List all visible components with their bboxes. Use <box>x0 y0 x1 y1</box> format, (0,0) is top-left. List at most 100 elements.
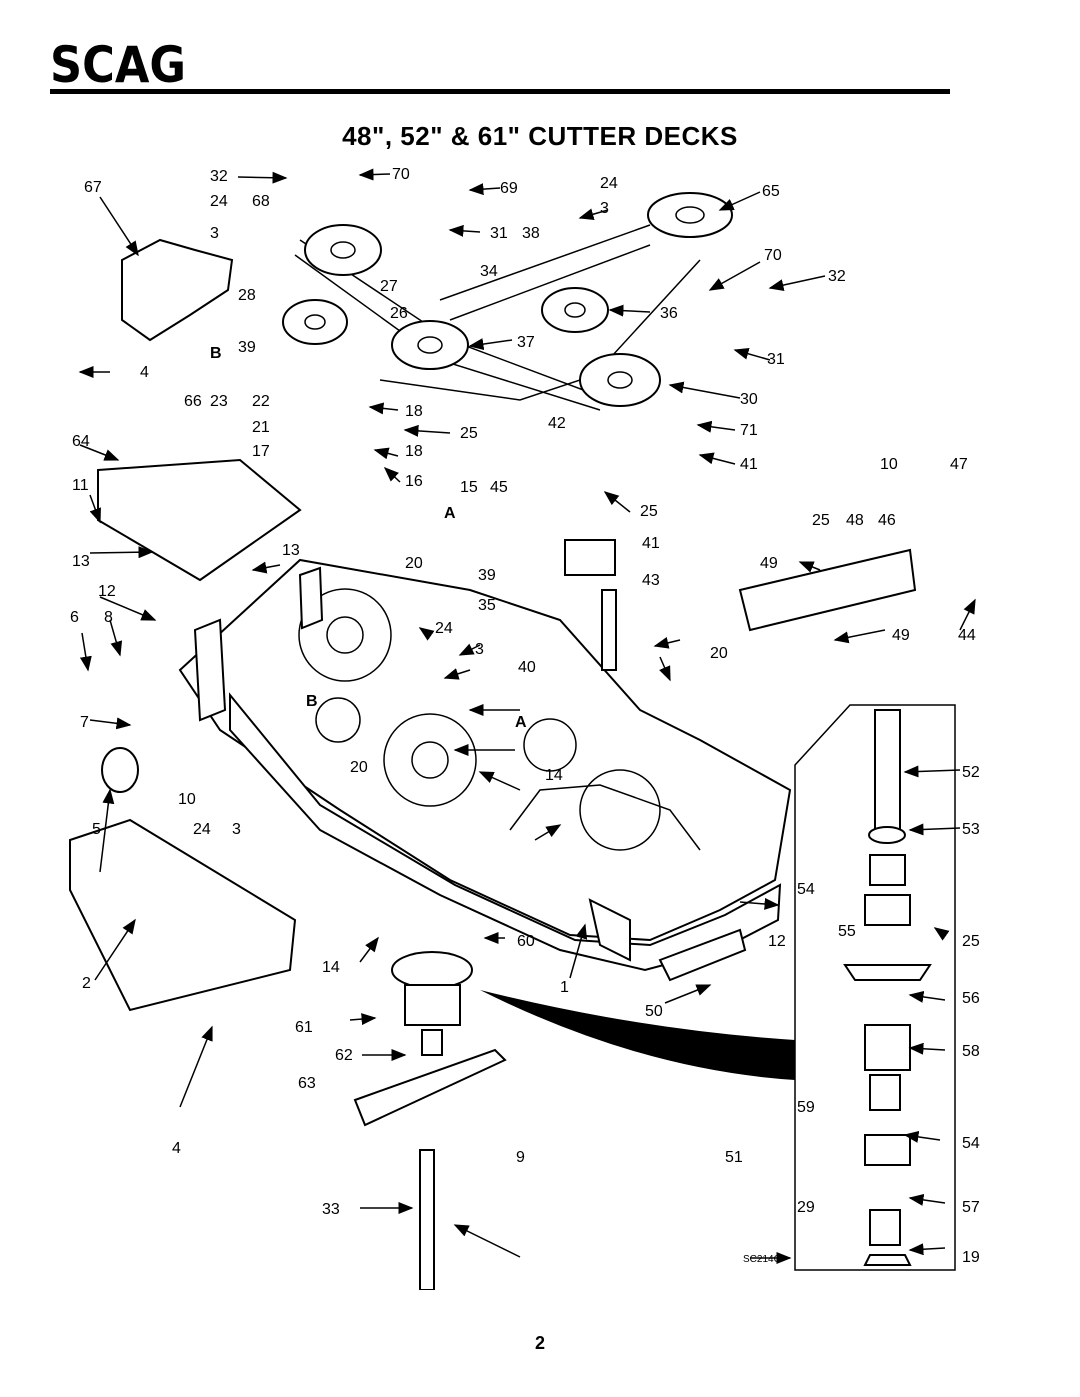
callout-31: 31 <box>490 225 508 242</box>
callout-32b: 32 <box>828 268 846 285</box>
callout-56: 56 <box>962 990 980 1007</box>
logo-text: SCAG <box>50 38 186 88</box>
callout-47: 47 <box>950 456 968 473</box>
callout-51: 51 <box>725 1149 743 1166</box>
header-rule <box>50 89 950 94</box>
callout-54: 54 <box>797 881 815 898</box>
label-a2: A <box>515 714 527 731</box>
callout-46: 46 <box>878 512 896 529</box>
callout-26: 26 <box>390 305 408 322</box>
callout-17: 17 <box>252 443 270 460</box>
callout-41b: 41 <box>642 535 660 552</box>
callout-4: 4 <box>140 364 149 381</box>
callout-67: 67 <box>84 179 102 196</box>
callout-32: 32 <box>210 168 228 185</box>
spindle-inset <box>480 704 956 1271</box>
callout-48: 48 <box>846 512 864 529</box>
callout-12: 12 <box>98 583 116 600</box>
callout-25b: 25 <box>640 503 658 520</box>
callout-14: 14 <box>545 767 563 784</box>
callout-39: 39 <box>238 339 256 356</box>
callout-23: 23 <box>210 393 228 410</box>
callout-71: 71 <box>740 422 758 439</box>
callout-13b: 13 <box>282 542 300 559</box>
callout-24b: 24 <box>600 175 618 192</box>
callout-20: 20 <box>405 555 423 572</box>
callout-70: 70 <box>392 166 410 183</box>
callout-42: 42 <box>548 415 566 432</box>
callout-49b: 49 <box>892 627 910 644</box>
label-b2: B <box>306 693 318 710</box>
callout-10b: 10 <box>178 791 196 808</box>
hardware-parts <box>69 238 917 1290</box>
callout-54b: 54 <box>962 1135 980 1152</box>
callout-6: 6 <box>70 609 79 626</box>
callout-25c: 25 <box>812 512 830 529</box>
callout-29: 29 <box>797 1199 815 1216</box>
callout-3d: 3 <box>232 821 241 838</box>
label-b: B <box>210 345 222 362</box>
callout-25d: 25 <box>962 933 980 950</box>
callout-3c: 3 <box>475 641 484 658</box>
callout-22: 22 <box>252 393 270 410</box>
callout-21: 21 <box>252 419 270 436</box>
callout-5: 5 <box>92 821 101 838</box>
callout-12b: 12 <box>768 933 786 950</box>
callout-1: 1 <box>560 979 569 996</box>
callout-55: 55 <box>838 923 856 940</box>
callout-43: 43 <box>642 572 660 589</box>
label-a: A <box>444 505 456 522</box>
belt-and-pulleys <box>282 192 733 411</box>
callout-41: 41 <box>740 456 758 473</box>
callout-10: 10 <box>880 456 898 473</box>
callout-58: 58 <box>962 1043 980 1060</box>
callout-33: 33 <box>322 1201 340 1218</box>
callout-24c: 24 <box>435 620 453 637</box>
callout-65: 65 <box>762 183 780 200</box>
exploded-parts-diagram: 67 32 24 68 3 70 69 24 65 3 31 38 70 34 … <box>69 166 980 1290</box>
page-title: 48", 52" & 61" CUTTER DECKS <box>342 121 738 151</box>
callout-39b: 39 <box>478 567 496 584</box>
callout-34: 34 <box>480 263 498 280</box>
callout-2: 2 <box>82 975 91 992</box>
callout-20c: 20 <box>350 759 368 776</box>
leader-lines <box>78 168 976 1264</box>
callout-30: 30 <box>740 391 758 408</box>
callout-44: 44 <box>958 627 976 644</box>
callout-53: 53 <box>962 821 980 838</box>
callout-4b: 4 <box>172 1140 181 1157</box>
callout-15: 15 <box>460 479 478 496</box>
callout-49: 49 <box>760 555 778 572</box>
callout-40: 40 <box>518 659 536 676</box>
callout-69: 69 <box>500 180 518 197</box>
callout-25: 25 <box>460 425 478 442</box>
callout-62: 62 <box>335 1047 353 1064</box>
callout-9: 9 <box>516 1149 525 1166</box>
callout-27: 27 <box>380 278 398 295</box>
callout-57: 57 <box>962 1199 980 1216</box>
callout-64: 64 <box>72 433 90 450</box>
callout-38: 38 <box>522 225 540 242</box>
callout-35: 35 <box>478 597 496 614</box>
figure-code: SC214G <box>743 1254 782 1265</box>
callout-60: 60 <box>517 933 535 950</box>
callout-52: 52 <box>962 764 980 781</box>
callout-28: 28 <box>238 287 256 304</box>
callout-16: 16 <box>405 473 423 490</box>
callout-37: 37 <box>517 334 535 351</box>
callout-18b: 18 <box>405 443 423 460</box>
callout-70b: 70 <box>764 247 782 264</box>
callout-20b: 20 <box>710 645 728 662</box>
scag-logo: SCAG <box>50 38 186 88</box>
callout-labels: 67 32 24 68 3 70 69 24 65 3 31 38 70 34 … <box>70 166 980 1266</box>
callout-11: 11 <box>72 477 89 494</box>
callout-45: 45 <box>490 479 508 496</box>
callout-59: 59 <box>797 1099 815 1116</box>
callout-63: 63 <box>298 1075 316 1092</box>
callout-50: 50 <box>645 1003 663 1020</box>
callout-7: 7 <box>80 714 89 731</box>
callout-3: 3 <box>210 225 219 242</box>
callout-18: 18 <box>405 403 423 420</box>
callout-13: 13 <box>72 553 90 570</box>
callout-68: 68 <box>252 193 270 210</box>
